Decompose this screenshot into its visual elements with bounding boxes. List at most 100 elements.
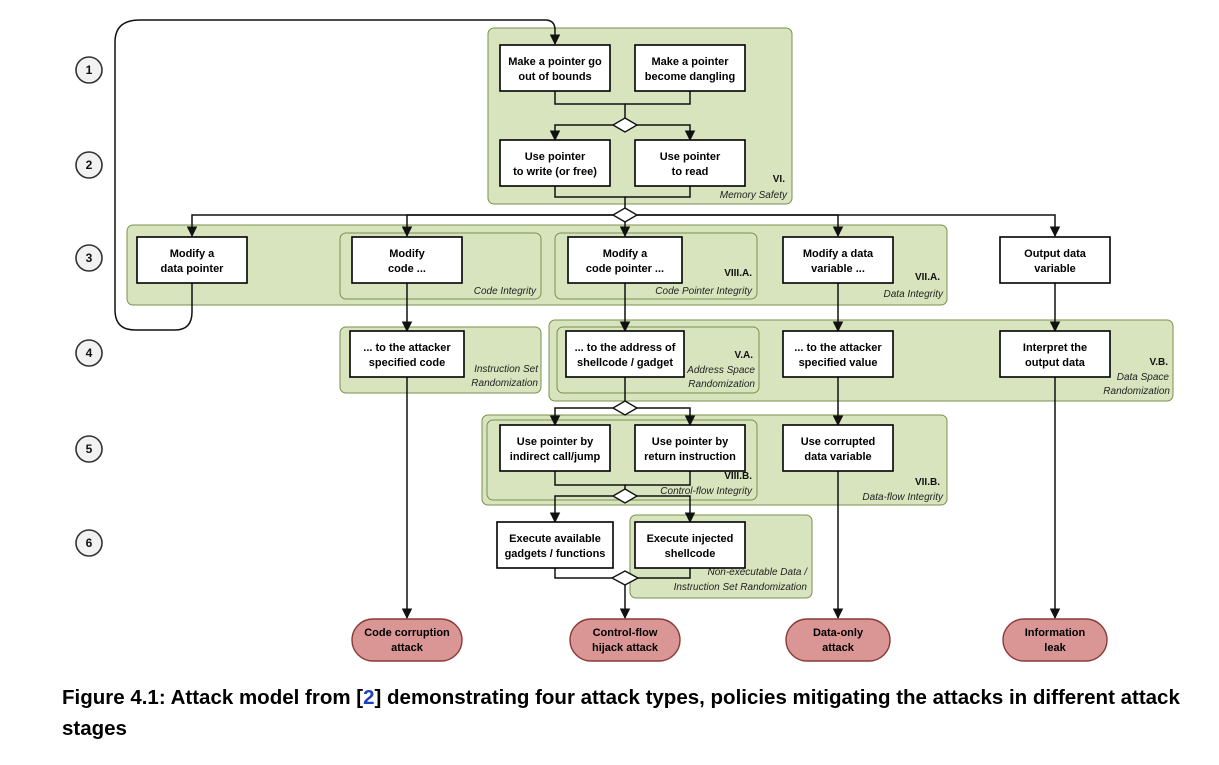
box-text: Modify a [170,248,215,260]
box-text: Use pointer by [517,436,594,448]
box-text: ... to the attacker [794,342,882,354]
region-label-code: VIII.A. [724,268,752,279]
merge-diamond [611,400,639,416]
region-label-code: VII.B. [915,477,940,488]
terminal-text: attack [822,642,855,654]
stage-number: 5 [86,442,93,456]
terminal-text: Information [1025,627,1086,639]
stage-marker: 2 [75,151,103,179]
region-label-name: Randomization [1103,386,1170,397]
terminal-information-leak [1002,618,1108,662]
box-attacker-code [349,330,465,378]
edge [637,214,1061,238]
box-text: Make a pointer go [508,56,602,68]
region-label-code: V.A. [734,350,753,361]
box-text: gadgets / functions [505,548,606,560]
region-label-name: Instruction Set [474,364,539,375]
terminal-text: Control-flow [593,627,658,639]
box-output-data-variable [999,236,1111,284]
caption-prefix: Figure 4.1: Attack model from [ [62,686,364,709]
box-text: ... to the address of [575,342,676,354]
box-text: Execute injected [647,533,734,545]
edge [638,568,691,579]
box-modify-code-pointer [567,236,683,284]
merge-diamond [610,570,640,586]
region-label-name: Data-flow Integrity [862,492,944,503]
stage-marker: 5 [75,435,103,463]
stage-number: 2 [86,158,93,172]
region-label-code: VIII.B. [724,471,752,482]
box-indirect-call [499,424,611,472]
merge-diamond [611,488,639,504]
edge [401,214,613,238]
edge [637,407,696,427]
box-corrupted-data [782,424,894,472]
terminal-text: leak [1044,642,1066,654]
terminal-text: Code corruption [364,627,450,639]
box-text: Use corrupted [801,436,876,448]
box-interpret-output [999,330,1111,378]
region-label-name: Code Integrity [474,286,537,297]
box-text: ... to the attacker [363,342,451,354]
edge [625,186,691,198]
region-label-code: V.B. [1149,357,1168,368]
box-text: specified value [799,357,878,369]
citation-link[interactable]: 2 [363,686,375,709]
stage-number: 3 [86,251,93,265]
box-modify-code [351,236,463,284]
box-text: become dangling [645,71,735,83]
stage-marker: 4 [75,339,103,367]
box-text: out of bounds [518,71,591,83]
box-text: data pointer [161,263,225,275]
caption-suffix: ] demonstrating four attack types, polic… [62,686,1180,740]
box-return-instruction [634,424,746,472]
region-label-name: Instruction Set Randomization [674,582,808,593]
edge [625,91,691,105]
stage-number: 1 [86,63,93,77]
box-text: Execute available [509,533,601,545]
box-text: Modify a [603,248,648,260]
terminal-code-corruption [351,618,463,662]
box-execute-shellcode [634,521,746,569]
region-label-name: Memory Safety [720,190,788,201]
box-text: variable [1034,263,1076,275]
box-text: shellcode / gadget [577,357,673,369]
edge [554,568,612,579]
box-attacker-value [782,330,894,378]
box-modify-data-variable [782,236,894,284]
box-text: code pointer ... [586,263,664,275]
edge [554,471,626,489]
terminal-text: Data-only [813,627,864,639]
box-dangling [634,44,746,92]
box-text: data variable [804,451,871,463]
box-text: Interpret the [1023,342,1087,354]
box-text: to read [672,166,709,178]
box-use-pointer-read [634,139,746,187]
stage-marker: 1 [75,56,103,84]
box-text: code ... [388,263,426,275]
merge-diamond [611,207,639,223]
box-text: Output data [1024,248,1087,260]
edge [549,407,613,427]
box-text: specified code [369,357,445,369]
region-label-name: Randomization [471,378,538,389]
region-label-code: VII.A. [915,272,940,283]
edge [549,495,613,524]
region-label-code: VI. [773,174,785,185]
region-label-name: Randomization [688,379,755,390]
box-text: Use pointer [525,151,586,163]
stage-marker: 6 [75,529,103,557]
figure-caption: Figure 4.1: Attack model from [2] demons… [62,682,1197,744]
stage-marker: 3 [75,244,103,272]
box-text: shellcode [665,548,716,560]
terminal-control-flow-hijack [569,618,681,662]
region-label-name: Control-flow Integrity [660,486,753,497]
box-shellcode-address [565,330,685,378]
box-execute-gadgets [496,521,614,569]
terminal-text: hijack attack [592,642,659,654]
stage-number: 6 [86,536,93,550]
box-text: to write (or free) [513,166,597,178]
region-label-name: Address Space [686,365,755,376]
edge [637,124,696,142]
box-text: indirect call/jump [510,451,601,463]
